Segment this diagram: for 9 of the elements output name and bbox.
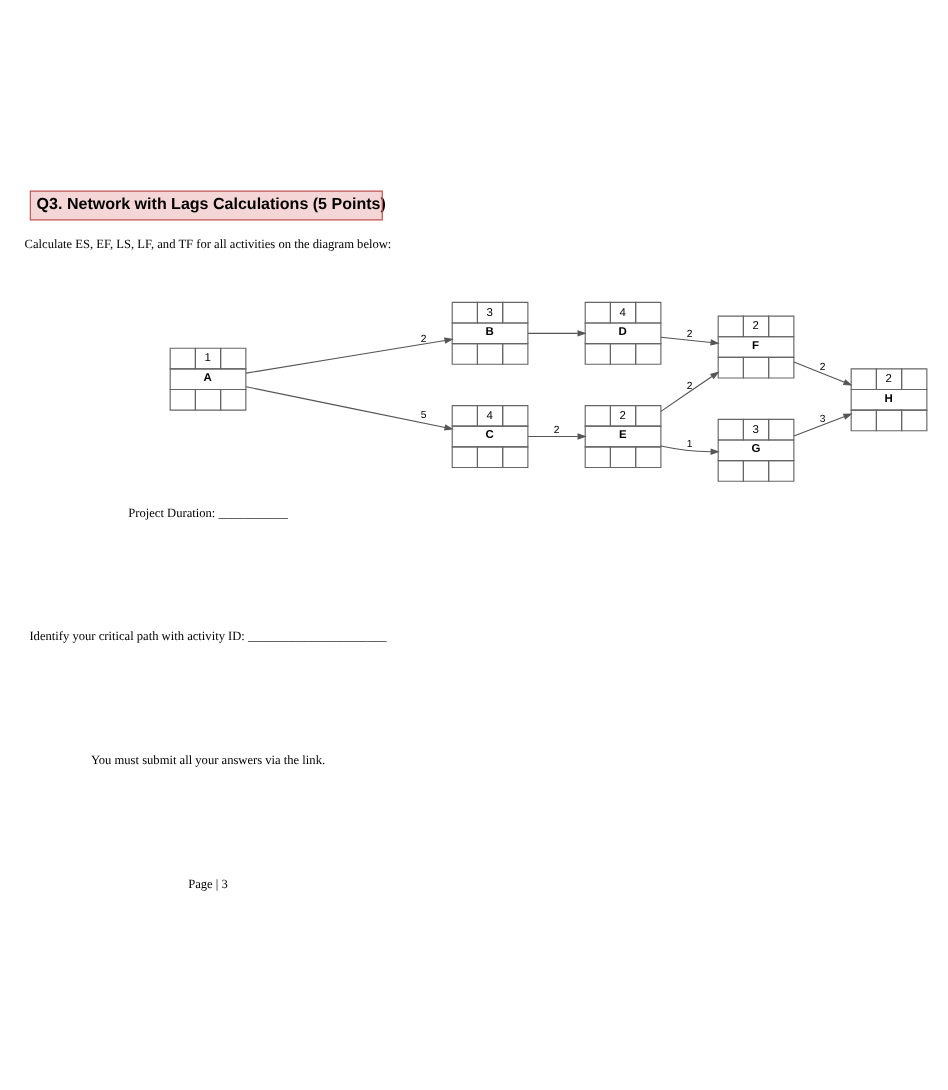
arrow — [793, 360, 853, 385]
arrow — [660, 444, 720, 454]
arrow — [660, 335, 720, 345]
arrow — [660, 370, 720, 411]
arrow — [527, 329, 587, 336]
arrow — [793, 412, 853, 436]
arrow — [245, 336, 454, 373]
arrow — [527, 432, 587, 439]
arrow — [245, 385, 454, 430]
